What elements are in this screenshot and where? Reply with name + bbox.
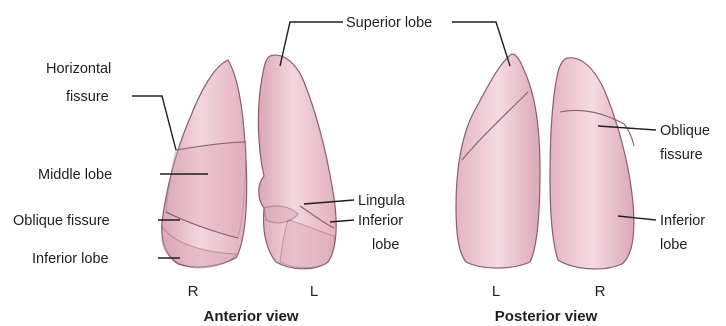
caption-posterior-view: Posterior view [495,308,598,325]
anterior-left-lung [258,55,336,269]
side-anterior-right: R [188,283,199,300]
label-inferior-lobe-mid-line2: lobe [372,237,399,253]
leader-superior-lobe-left [280,22,343,66]
label-inferior-lobe-mid-line1: Inferior [358,213,403,229]
label-horizontal-fissure-line1: Horizontal [46,61,111,77]
label-inferior-lobe-right-line2: lobe [660,237,687,253]
label-oblique-fissure-right-line2: fissure [660,147,703,163]
leader-superior-lobe-right [452,22,510,66]
leader-horizontal-fissure [132,96,176,150]
label-lingula: Lingula [358,193,406,209]
label-superior-lobe: Superior lobe [346,15,432,31]
label-inferior-lobe-right-line1: Inferior [660,213,705,229]
posterior-right-lung [550,58,634,269]
label-middle-lobe: Middle lobe [38,167,112,183]
label-oblique-fissure-right-line1: Oblique [660,123,710,139]
anterior-right-lung [162,60,247,268]
posterior-left-lung [456,54,540,268]
label-inferior-lobe-left: Inferior lobe [32,251,109,267]
caption-anterior-view: Anterior view [203,308,298,325]
side-anterior-left: L [310,283,318,300]
label-oblique-fissure-left: Oblique fissure [13,213,110,229]
side-posterior-left: L [492,283,500,300]
side-posterior-right: R [595,283,606,300]
label-horizontal-fissure-line2: fissure [66,89,109,105]
